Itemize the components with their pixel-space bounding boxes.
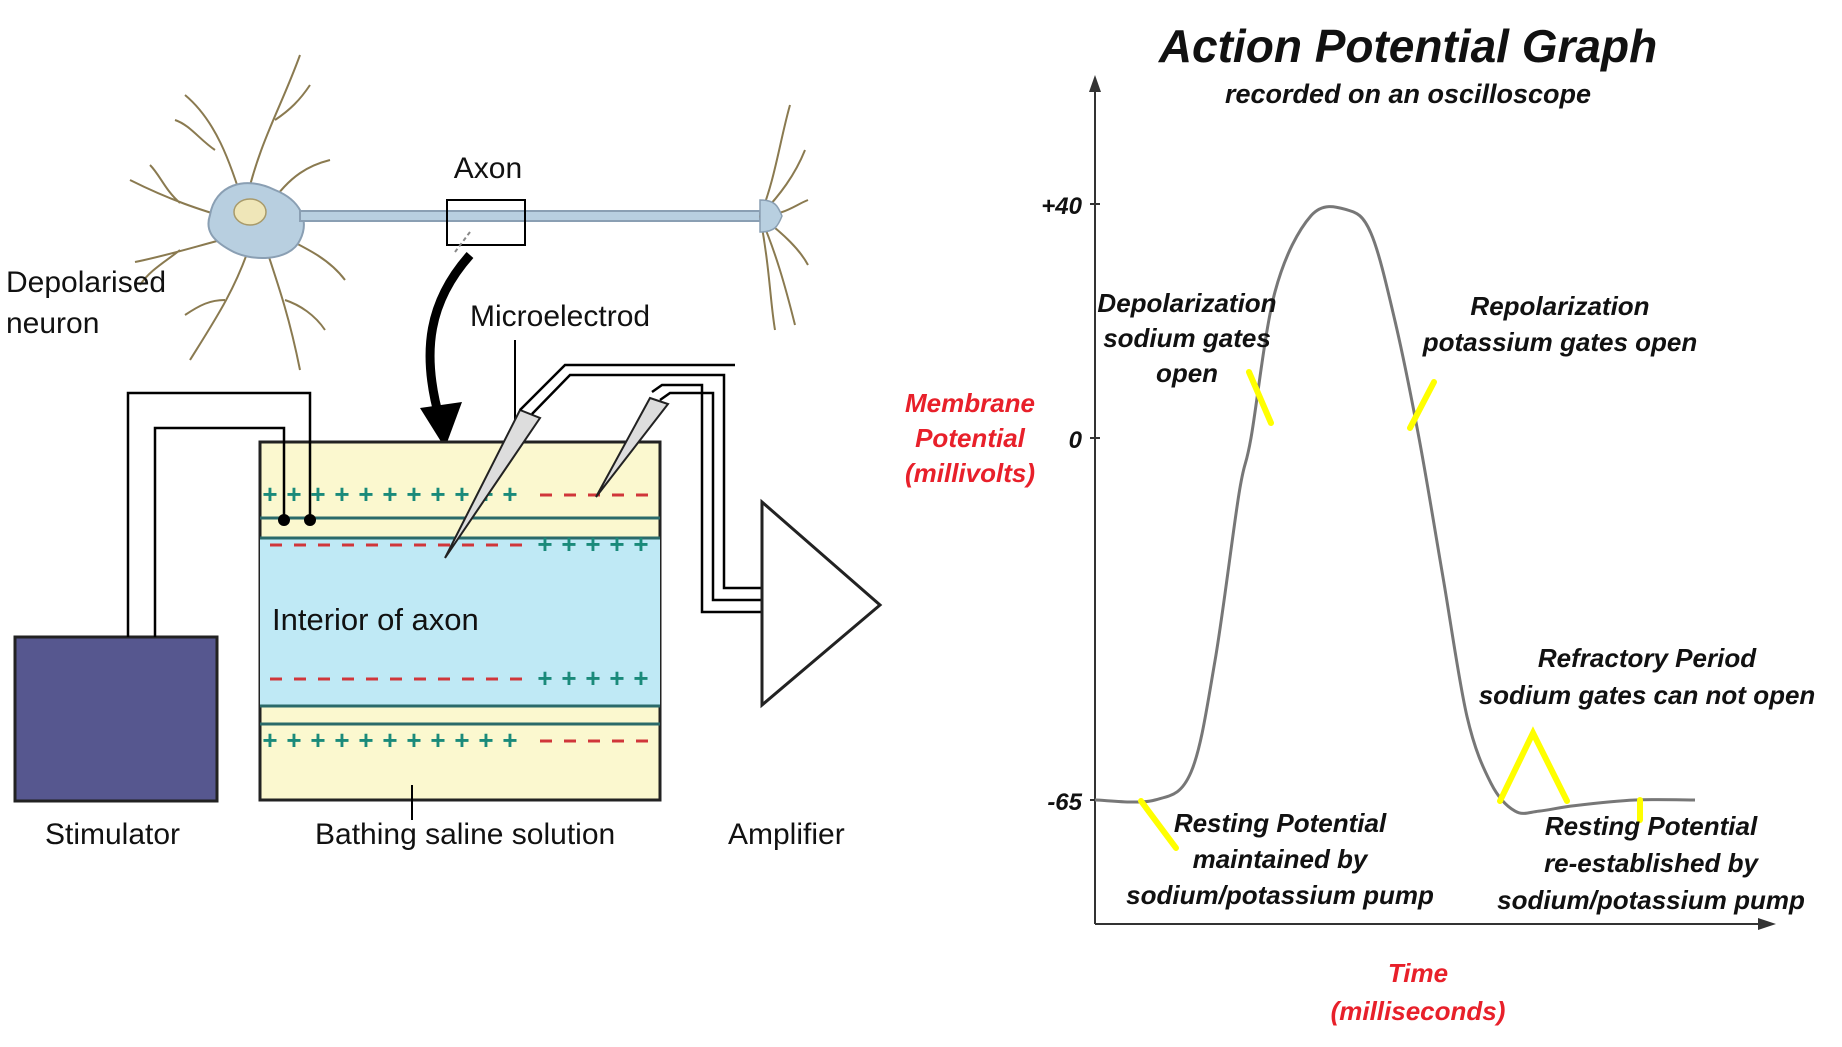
- axon-label: Axon: [454, 152, 522, 185]
- amplifier-label: Amplifier: [728, 818, 845, 851]
- repolarization-line2: potassium gates open: [1422, 327, 1698, 357]
- positive-charge: +: [334, 479, 349, 509]
- positive-charge: +: [310, 479, 325, 509]
- axon-highlight-box: [446, 199, 526, 246]
- axon-shaft: [299, 210, 761, 222]
- positive-charge: +: [430, 479, 445, 509]
- annotation-pointers: [1138, 369, 1643, 851]
- depolarization-line3: open: [1156, 358, 1218, 388]
- neuron-label-line1: Depolarised: [6, 266, 166, 299]
- stimulator-box: [13, 635, 219, 803]
- positive-charge: +: [561, 529, 576, 559]
- positive-charge: +: [537, 529, 552, 559]
- graph-subtitle: recorded on an oscilloscope: [1225, 79, 1591, 109]
- positive-charge: +: [609, 529, 624, 559]
- resting2-line1: Resting Potential: [1545, 811, 1758, 841]
- electrode-wires: [519, 363, 763, 614]
- pointer-depolarization: [1246, 369, 1274, 426]
- positive-charge: +: [382, 725, 397, 755]
- positive-charge: +: [382, 479, 397, 509]
- y-tick-plus40: +40: [1041, 193, 1082, 220]
- pointer-resting1: [1138, 798, 1179, 851]
- refractory-line2: sodium gates can not open: [1479, 680, 1816, 710]
- pointer-repolarization: [1407, 379, 1437, 431]
- amplifier: [760, 498, 883, 709]
- zoom-arrow: [425, 252, 474, 422]
- dendrites: [129, 54, 346, 371]
- y-axis-arrow: [1089, 75, 1101, 92]
- positive-charge: +: [310, 725, 325, 755]
- microelectrode-2: [595, 396, 670, 498]
- resting1-line1: Resting Potential: [1174, 808, 1387, 838]
- repolarization-line1: Repolarization: [1470, 291, 1649, 321]
- annotation-resting1: Resting Potential maintained by sodium/p…: [1126, 808, 1434, 910]
- axon-zoom-line: [454, 231, 471, 253]
- stim-electrode-1: [278, 514, 290, 526]
- graph-title: Action Potential Graph: [1158, 20, 1657, 72]
- positive-charge: +: [502, 725, 517, 755]
- positive-charge: +: [262, 479, 277, 509]
- positive-charge: +: [334, 725, 349, 755]
- resting2-line3: sodium/potassium pump: [1497, 885, 1805, 915]
- positive-charge: +: [561, 663, 576, 693]
- positive-charge: +: [478, 725, 493, 755]
- positive-charge: +: [585, 663, 600, 693]
- interior-label: Interior of axon: [272, 602, 479, 637]
- annotation-depolarization: Depolarization sodium gates open: [1097, 288, 1276, 388]
- annotation-repolarization: Repolarization potassium gates open: [1422, 291, 1698, 357]
- positive-charge: +: [406, 479, 421, 509]
- stimulator-wires: [126, 391, 312, 637]
- membrane-charges: ++++++++++++++++++++++++++++++++: [262, 479, 648, 755]
- neuron-label-line2: neuron: [6, 307, 99, 340]
- action-potential-curve: [1094, 205, 1696, 815]
- pointer-refractory: [1497, 726, 1570, 804]
- y-axis-title-line1: Membrane: [905, 388, 1035, 418]
- positive-charge: +: [609, 663, 624, 693]
- microelectrode-label: Microelectrod: [470, 300, 650, 333]
- positive-charge: +: [262, 725, 277, 755]
- resting2-line2: re-established by: [1544, 848, 1759, 878]
- bath-label: Bathing saline solution: [315, 818, 615, 851]
- x-axis-title-line1: Time: [1388, 958, 1448, 988]
- resting1-line2: maintained by: [1193, 844, 1369, 874]
- axon-hillock-terminal: [759, 199, 783, 233]
- positive-charge: +: [358, 725, 373, 755]
- positive-charge: +: [286, 479, 301, 509]
- y-axis-title-line2: Potential: [915, 423, 1026, 453]
- y-axis-title-line3: (millivolts): [905, 458, 1035, 488]
- positive-charge: +: [406, 725, 421, 755]
- positive-charge: +: [454, 725, 469, 755]
- stim-electrode-2: [304, 514, 316, 526]
- positive-charge: +: [633, 663, 648, 693]
- depolarization-line1: Depolarization: [1097, 288, 1276, 318]
- positive-charge: +: [502, 479, 517, 509]
- nucleus: [233, 198, 267, 226]
- microelectrode-1: [444, 408, 542, 559]
- positive-charge: +: [633, 529, 648, 559]
- annotation-refractory: Refractory Period sodium gates can not o…: [1479, 643, 1816, 710]
- positive-charge: +: [286, 725, 301, 755]
- y-tick-0: 0: [1069, 427, 1083, 454]
- neuron: [129, 54, 809, 371]
- positive-charge: +: [358, 479, 373, 509]
- positive-charge: +: [585, 529, 600, 559]
- y-tick-minus65: -65: [1047, 789, 1082, 816]
- x-axis-arrow: [1758, 918, 1776, 930]
- stimulator-label: Stimulator: [45, 818, 180, 851]
- positive-charge: +: [430, 725, 445, 755]
- depolarization-line2: sodium gates: [1103, 323, 1271, 353]
- annotation-resting2: Resting Potential re-established by sodi…: [1497, 811, 1805, 915]
- zoom-arrow-head: [420, 402, 462, 448]
- resting1-line3: sodium/potassium pump: [1126, 880, 1434, 910]
- positive-charge: +: [537, 663, 552, 693]
- refractory-line1: Refractory Period: [1538, 643, 1757, 673]
- positive-charge: +: [454, 479, 469, 509]
- x-axis-title-line2: (milliseconds): [1331, 996, 1506, 1026]
